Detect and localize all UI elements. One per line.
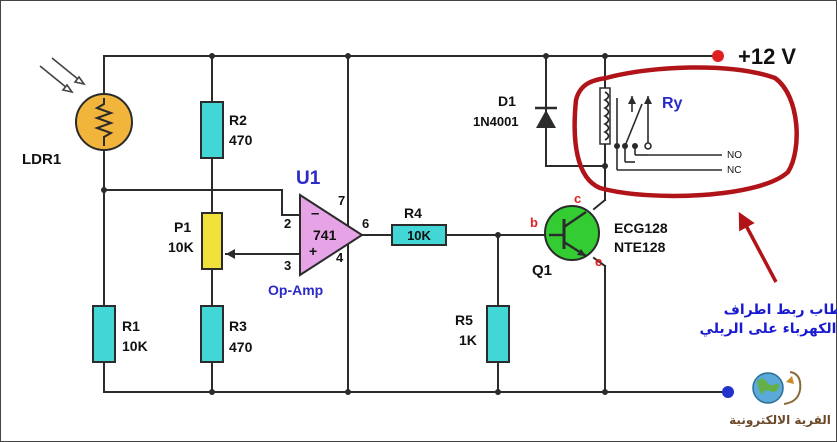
p1-name: P1 (174, 219, 191, 235)
relay-no-label: NO (727, 150, 742, 161)
opamp-minus: – (311, 205, 319, 222)
relay-nc-label: NC (727, 165, 741, 176)
r2-body (200, 101, 224, 159)
r3-name: R3 (229, 318, 247, 334)
logo-text: القرية الالكترونية (729, 413, 831, 428)
r3-value: 470 (229, 339, 253, 355)
q1-body (544, 205, 600, 261)
r4-name: R4 (404, 205, 422, 221)
light-rays-icon (39, 57, 86, 94)
opamp-type-label: Op-Amp (268, 282, 323, 298)
opamp-designator: U1 (296, 168, 321, 189)
relay-arrow-1 (628, 96, 636, 104)
d1-part: 1N4001 (473, 114, 519, 129)
junction-dots (101, 53, 608, 395)
r1-name: R1 (122, 318, 140, 334)
relay-contact-dot-c (632, 143, 638, 149)
d1-name: D1 (498, 93, 516, 109)
r4-value: 10K (407, 228, 431, 243)
ldr1-label: LDR1 (22, 151, 61, 168)
ground-terminal (722, 386, 734, 398)
relay-contact-dot-d (644, 142, 652, 150)
r5-name: R5 (455, 312, 473, 328)
r1-value: 10K (122, 338, 148, 354)
opamp-pin-2: 2 (284, 216, 291, 231)
relay-name: Ry (662, 95, 683, 112)
r2-name: R2 (229, 112, 247, 128)
note-line-1: اقطاب ربط اطراف (724, 302, 837, 318)
relay-contact-dot-a (614, 143, 620, 149)
q1-part2: NTE128 (614, 239, 666, 255)
relay-contacts (616, 96, 722, 171)
opamp-pin-3: 3 (284, 258, 291, 273)
r1-body (92, 305, 116, 363)
opamp-body (299, 193, 364, 277)
relay-arrow-2 (644, 96, 652, 104)
r5-body (486, 305, 510, 363)
r5-value: 1K (459, 332, 477, 348)
opamp-plus: + (309, 243, 317, 259)
supply-label: +12 V (738, 44, 796, 69)
r3-body (200, 305, 224, 363)
relay-highlight-loop (572, 65, 799, 199)
q1-emitter-label: e (595, 254, 602, 269)
wires (103, 55, 725, 393)
supply-terminal (712, 50, 724, 62)
highlight-arrow (738, 211, 778, 283)
p1-value: 10K (168, 239, 194, 255)
r2-value: 470 (229, 132, 253, 148)
opamp-pin-6: 6 (362, 216, 369, 231)
ldr1-body (75, 93, 133, 151)
q1-part1: ECG128 (614, 220, 668, 236)
q1-base-label: b (530, 215, 538, 230)
r4-body (391, 224, 447, 246)
q1-name: Q1 (532, 262, 552, 279)
q1-collector-label: c (574, 191, 581, 206)
opamp-part: 741 (313, 227, 337, 243)
globe-icon (752, 371, 802, 405)
p1-wiper-arrow (226, 249, 235, 259)
note-line-2: الكهرباء على الريلي (700, 321, 837, 337)
ldr1-element (94, 98, 114, 146)
q1-emitter-arrow (577, 249, 586, 256)
opamp-pin-4: 4 (336, 250, 344, 265)
d1-symbol (535, 106, 557, 128)
opamp-pin-7: 7 (338, 193, 345, 208)
p1-body (201, 212, 223, 270)
relay-contact-dot-b (622, 143, 628, 149)
relay-coil (599, 87, 611, 166)
